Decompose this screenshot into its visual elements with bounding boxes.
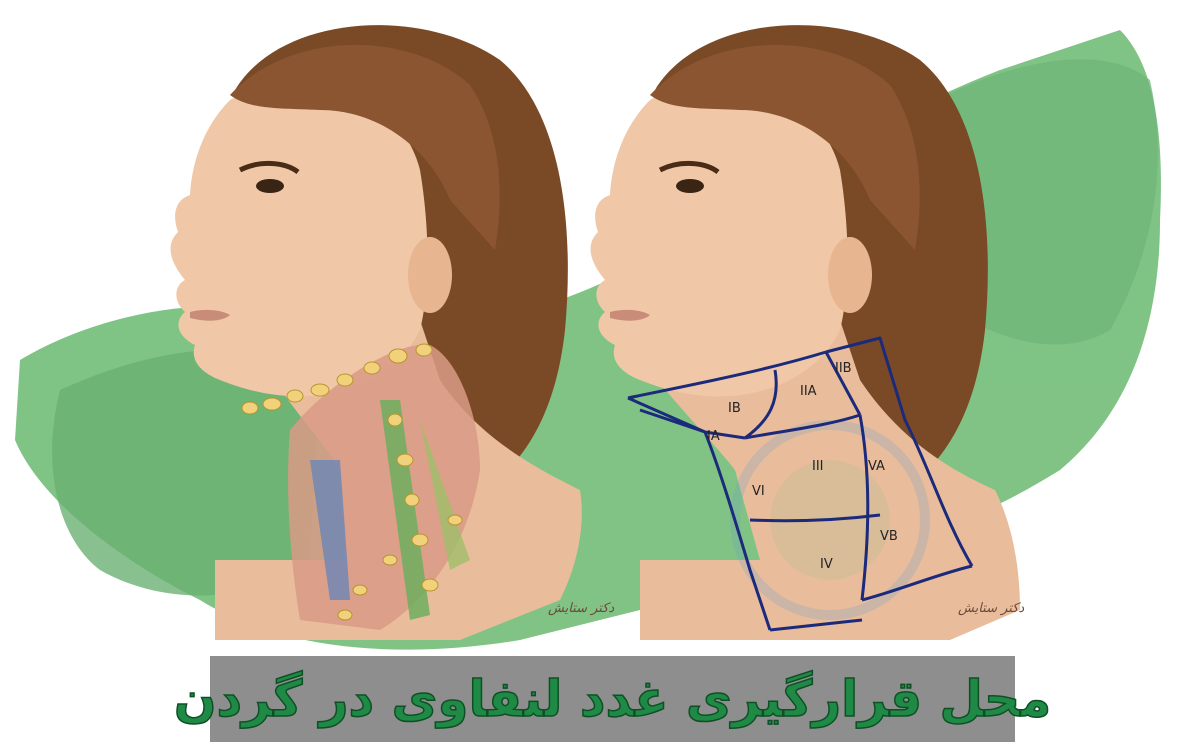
zone-label-iia: IIA: [800, 384, 817, 399]
left-signature: دکتر ستایش: [548, 601, 614, 616]
zone-label-iii: III: [812, 459, 824, 474]
left-face: [171, 82, 428, 396]
zone-label-iv: IV: [820, 557, 833, 572]
right-signature: دکتر ستایش: [958, 601, 1024, 616]
right-ear: [828, 237, 872, 313]
zone-label-ib: IB: [728, 401, 741, 416]
zone-label-iib: IIB: [835, 361, 852, 376]
zone-label-ia: IA: [707, 429, 720, 444]
page-title: محل قرارگیری غدد لنفاوی در گردن: [174, 670, 1051, 728]
zone-label-vi: VI: [752, 484, 765, 499]
zone-label-vb: VB: [880, 529, 898, 544]
title-banner: محل قرارگیری غدد لنفاوی در گردن: [210, 656, 1015, 742]
left-ear: [408, 237, 452, 313]
zone-label-va: VA: [868, 459, 885, 474]
right-face: [591, 82, 848, 396]
